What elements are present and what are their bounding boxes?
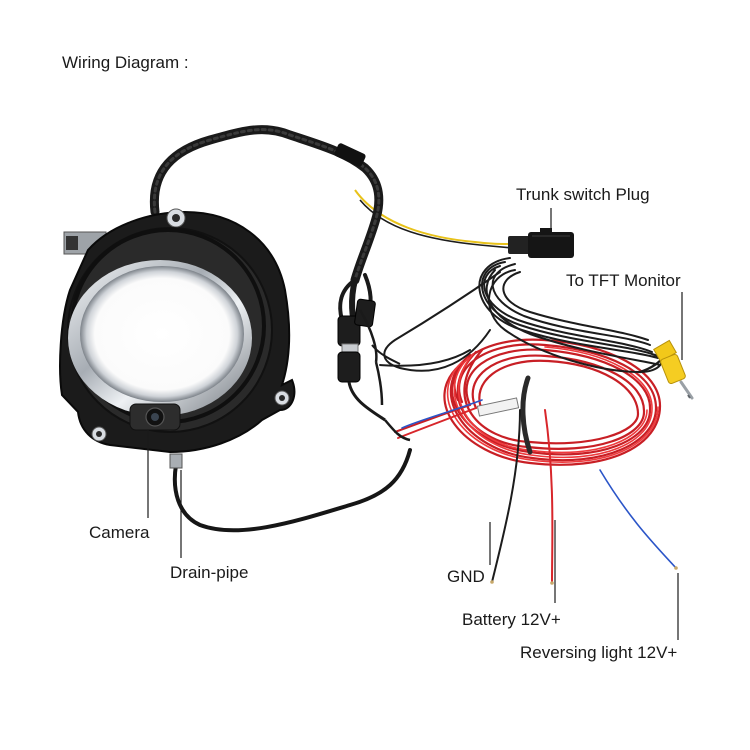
camera-housing	[59, 208, 296, 469]
label-gnd: GND	[447, 567, 485, 586]
red-power-loom	[394, 338, 662, 466]
label-battery: Battery 12V+	[462, 610, 561, 629]
label-camera: Camera	[89, 523, 150, 542]
leader-lines	[147, 208, 683, 640]
drain-pipe	[172, 448, 412, 533]
diagram-title: Wiring Diagram :	[62, 53, 189, 72]
label-trunk-switch-plug: Trunk switch Plug	[516, 185, 650, 204]
label-reversing-light: Reversing light 12V+	[520, 643, 678, 662]
inline-connectors	[337, 298, 411, 442]
label-tft-monitor: To TFT Monitor	[566, 271, 681, 290]
tft-monitor-cable	[379, 257, 666, 374]
wire-tails	[490, 409, 678, 585]
label-drain-pipe: Drain-pipe	[170, 563, 249, 582]
rca-connector	[653, 339, 694, 400]
